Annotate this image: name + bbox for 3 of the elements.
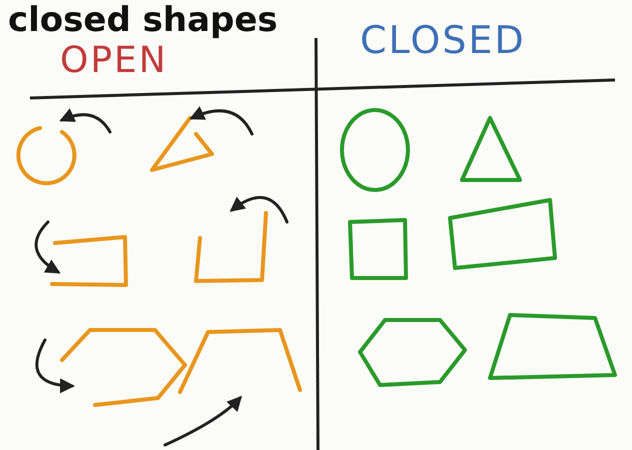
title: closed shapes bbox=[8, 0, 278, 40]
column-heading: CLOSED bbox=[360, 18, 526, 62]
column-heading: OPEN bbox=[60, 40, 168, 81]
